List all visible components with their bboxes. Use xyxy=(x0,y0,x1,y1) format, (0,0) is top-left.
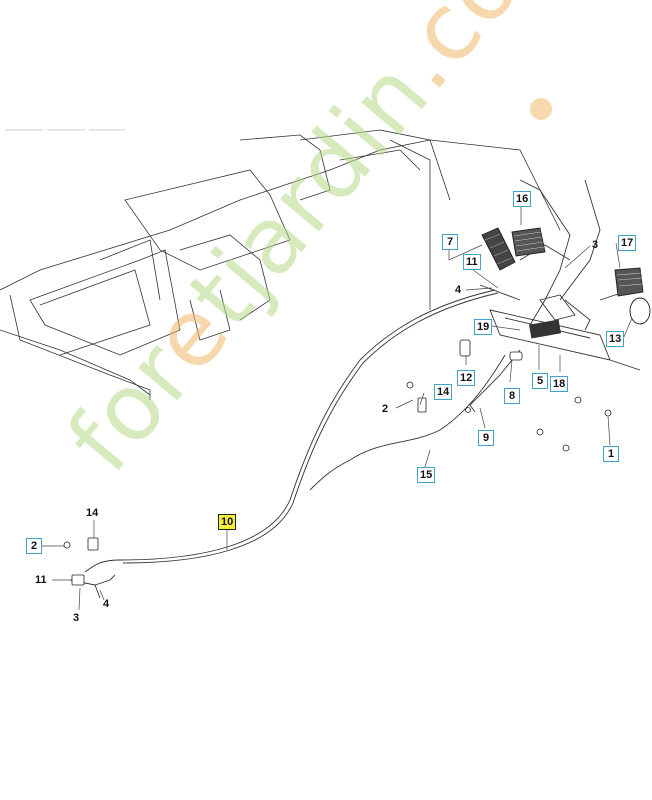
cables xyxy=(69,289,521,599)
callout-11-upper[interactable]: 11 xyxy=(463,254,481,270)
pedal-pad-left xyxy=(511,227,546,257)
callout-12[interactable]: 12 xyxy=(457,370,476,386)
callout-5[interactable]: 5 xyxy=(532,373,548,389)
callout-14-upper[interactable]: 14 xyxy=(434,384,453,400)
callout-2-upper[interactable]: 2 xyxy=(382,403,389,415)
mechanism-block xyxy=(529,319,561,339)
callout-18[interactable]: 18 xyxy=(550,376,569,392)
callout-2-lower[interactable]: 2 xyxy=(26,538,42,554)
callout-8[interactable]: 8 xyxy=(504,388,520,404)
callout-4-upper[interactable]: 4 xyxy=(455,284,462,296)
callout-15[interactable]: 15 xyxy=(417,467,436,483)
callout-1[interactable]: 1 xyxy=(603,446,619,462)
chassis-frame xyxy=(0,129,561,400)
callout-19[interactable]: 19 xyxy=(474,319,493,335)
hardware-parts xyxy=(63,339,612,586)
pedal-knob xyxy=(629,297,651,325)
callout-4-lower[interactable]: 4 xyxy=(103,598,110,610)
callout-3-upper[interactable]: 3 xyxy=(592,239,599,251)
leader-lines xyxy=(40,206,633,611)
callout-3-lower[interactable]: 3 xyxy=(73,612,80,624)
callout-9[interactable]: 9 xyxy=(478,430,494,446)
callout-17[interactable]: 17 xyxy=(618,235,637,251)
callout-10[interactable]: 10 xyxy=(218,514,237,530)
callout-16[interactable]: 16 xyxy=(513,191,532,207)
watermark-dot xyxy=(530,98,552,120)
callout-7[interactable]: 7 xyxy=(442,234,458,250)
pedal-grip xyxy=(481,227,516,271)
callout-14-lower[interactable]: 14 xyxy=(86,507,99,519)
callout-13[interactable]: 13 xyxy=(606,331,625,347)
callout-11-lower[interactable]: 11 xyxy=(35,574,47,586)
pedal-pad-right xyxy=(614,267,644,297)
